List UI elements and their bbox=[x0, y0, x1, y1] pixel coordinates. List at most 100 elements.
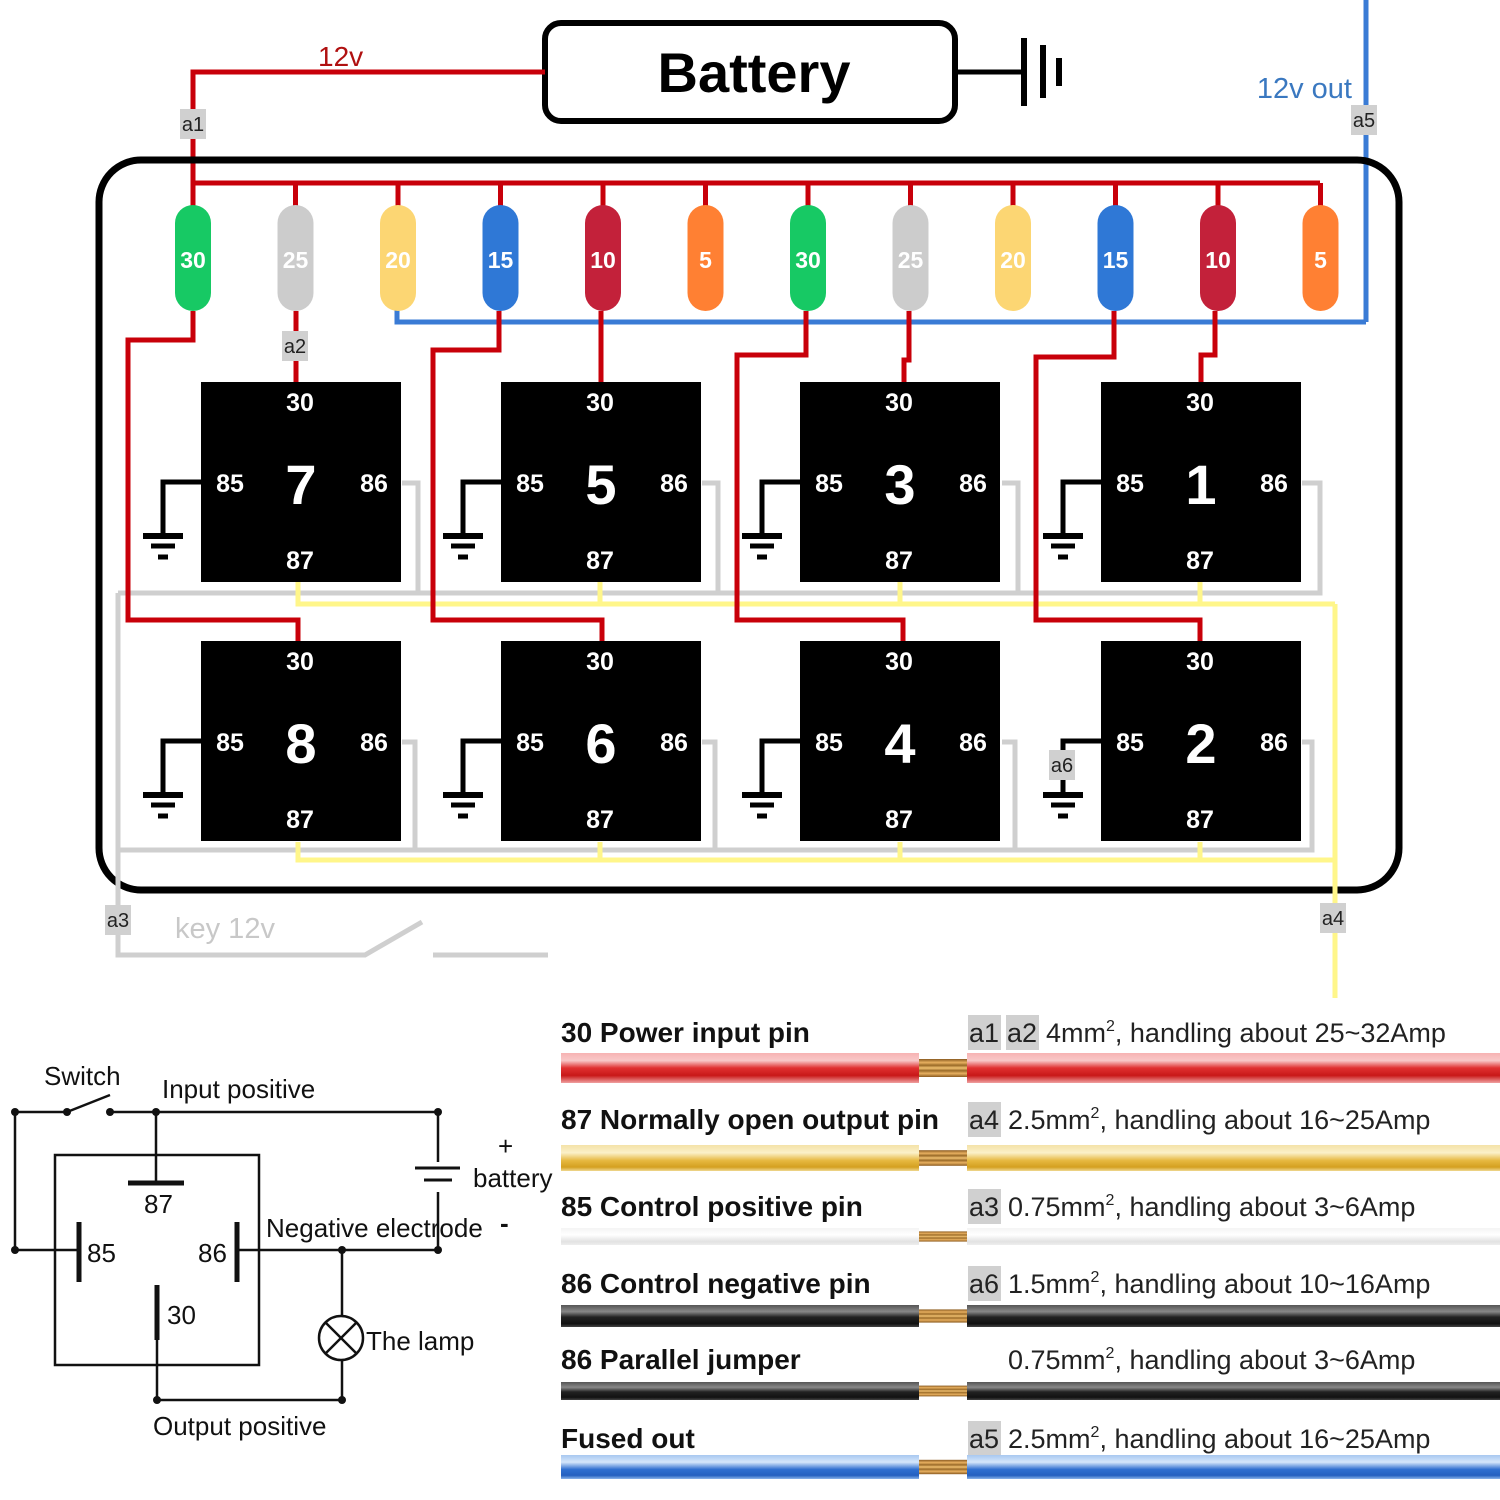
relay-number: 7 bbox=[285, 453, 316, 516]
relay-body[interactable] bbox=[501, 641, 701, 841]
feed-relay-6 bbox=[430, 311, 605, 641]
battery-ground-symbol-icon bbox=[1021, 38, 1062, 106]
schematic-output-positive-label: Output positive bbox=[153, 1411, 326, 1441]
fuse-body[interactable] bbox=[175, 205, 211, 311]
pin-87-label: 87 bbox=[286, 806, 314, 834]
wire-sample-black bbox=[967, 1382, 1500, 1400]
pin-30-label: 30 bbox=[586, 389, 614, 417]
fuse-8[interactable]: 25 bbox=[892, 205, 929, 311]
pin-87-label: 87 bbox=[885, 806, 913, 834]
fuse-rating: 15 bbox=[1103, 247, 1129, 273]
ground-icon bbox=[742, 479, 800, 560]
fuse-2[interactable]: 25 bbox=[277, 205, 314, 311]
copper-core bbox=[919, 1385, 967, 1397]
pin-85-label: 85 bbox=[216, 470, 244, 498]
fuse-9[interactable]: 20 bbox=[995, 205, 1031, 311]
feed-relay-8 bbox=[125, 311, 301, 641]
wire-tag-label: a4 bbox=[1322, 908, 1344, 930]
fuse-rating: 5 bbox=[699, 247, 712, 273]
wire-tag-label: a5 bbox=[1353, 110, 1375, 132]
fuse-body[interactable] bbox=[1302, 205, 1339, 311]
fuse-body[interactable] bbox=[1097, 205, 1134, 311]
legend-spec: 0.75mm2, handling about 3~6Amp bbox=[1008, 1345, 1415, 1375]
pin-87-label: 87 bbox=[586, 547, 614, 575]
fuse-body[interactable] bbox=[995, 205, 1031, 311]
relay-number: 2 bbox=[1185, 712, 1216, 775]
feed-relay-2 bbox=[1033, 311, 1203, 641]
fuse-rating: 25 bbox=[898, 247, 924, 273]
ground-icon bbox=[742, 738, 800, 819]
relay-schematic bbox=[11, 1093, 460, 1404]
legend-spec: 4mm2, handling about 25~32Amp bbox=[1046, 1018, 1446, 1048]
pin-86-label: 86 bbox=[360, 470, 388, 498]
supply-label: 12v bbox=[318, 41, 363, 72]
wire-tag-label: a1 bbox=[182, 114, 204, 136]
pin-30-label: 30 bbox=[1186, 389, 1214, 417]
pin-30-label: 30 bbox=[885, 648, 913, 676]
pin-85-label: 85 bbox=[516, 470, 544, 498]
fuse-body[interactable] bbox=[687, 205, 724, 311]
fuse-6[interactable]: 5 bbox=[687, 205, 724, 311]
fuse-7[interactable]: 30 bbox=[790, 205, 826, 311]
legend-title: 30 Power input pin bbox=[561, 1017, 810, 1048]
relay-body[interactable] bbox=[201, 641, 401, 841]
wire-sample-black bbox=[561, 1305, 919, 1327]
wire-sample-red bbox=[967, 1053, 1500, 1083]
fuse-rating: 30 bbox=[795, 247, 821, 273]
fuse-5[interactable]: 10 bbox=[585, 205, 621, 311]
pin-86-label: 86 bbox=[959, 729, 987, 757]
pin-30-label: 30 bbox=[286, 648, 314, 676]
relay-body[interactable] bbox=[201, 382, 401, 582]
fuse-3[interactable]: 20 bbox=[380, 205, 416, 311]
fuse-1[interactable]: 30 bbox=[175, 205, 211, 311]
relay-body[interactable] bbox=[800, 641, 1000, 841]
copper-core bbox=[919, 1309, 967, 1323]
legend-tag: a3 bbox=[969, 1192, 999, 1222]
fuse-body[interactable] bbox=[585, 205, 621, 311]
output-bus-top bbox=[295, 582, 1335, 607]
pin-86-label: 86 bbox=[660, 729, 688, 757]
copper-core bbox=[919, 1059, 967, 1077]
legend-tag: a4 bbox=[969, 1105, 999, 1135]
fuse-body[interactable] bbox=[892, 205, 929, 311]
fuse-body[interactable] bbox=[790, 205, 826, 311]
legend-tag-bg bbox=[968, 1102, 1001, 1137]
fuse-body[interactable] bbox=[380, 205, 416, 311]
fuse-12[interactable]: 5 bbox=[1302, 205, 1339, 311]
legend-spec: 2.5mm2, handling about 16~25Amp bbox=[1008, 1424, 1430, 1454]
key-switch: key 12v bbox=[115, 595, 548, 958]
relay-number: 4 bbox=[884, 712, 915, 775]
fuse-body[interactable] bbox=[482, 205, 519, 311]
fuse-10[interactable]: 15 bbox=[1097, 205, 1134, 311]
relay-body[interactable] bbox=[800, 382, 1000, 582]
ground-icon bbox=[443, 479, 501, 560]
copper-core bbox=[919, 1459, 967, 1475]
fuse-body[interactable] bbox=[277, 205, 314, 311]
jumper-5 bbox=[702, 480, 721, 593]
legend-tag: a6 bbox=[969, 1269, 999, 1299]
legend-title: Fused out bbox=[561, 1423, 695, 1454]
fuse-4[interactable]: 15 bbox=[482, 205, 519, 311]
fuse-11[interactable]: 10 bbox=[1200, 205, 1236, 311]
relay-body[interactable] bbox=[501, 382, 701, 582]
relay-body[interactable] bbox=[1101, 641, 1301, 841]
wire-tag-a3: a3 bbox=[105, 905, 131, 935]
jumper-4 bbox=[1002, 739, 1018, 850]
fuse-body[interactable] bbox=[1200, 205, 1236, 311]
relay-body[interactable] bbox=[1101, 382, 1301, 582]
